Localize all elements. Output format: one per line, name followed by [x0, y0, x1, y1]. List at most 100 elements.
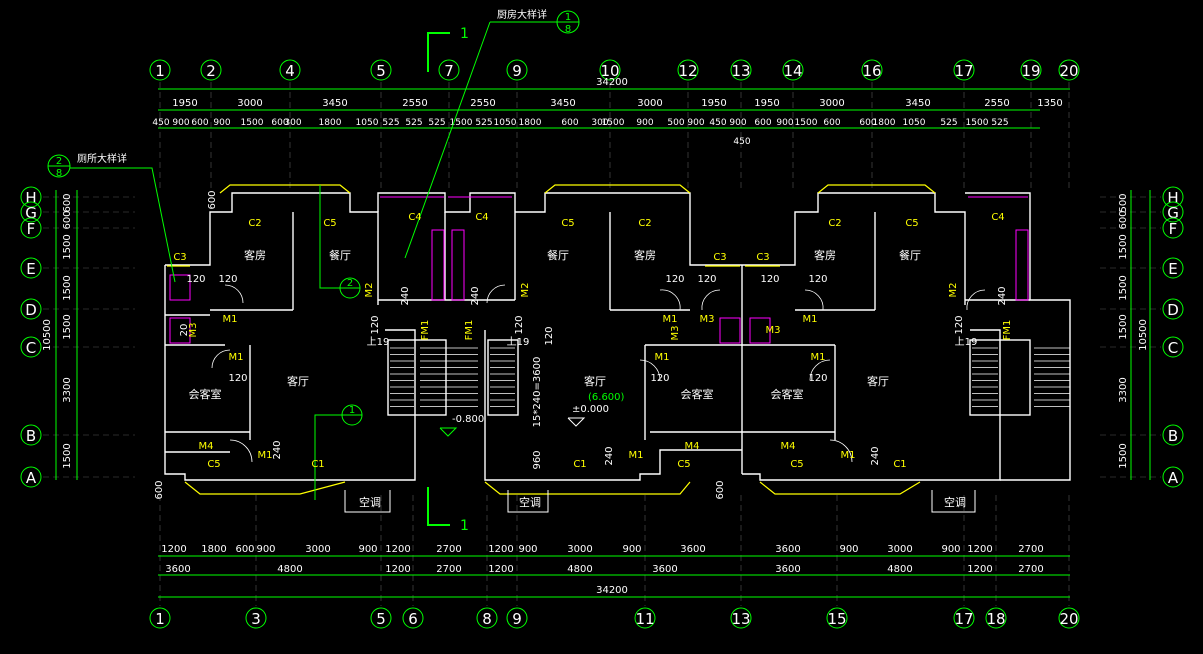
room-labels: 客房 餐厅 客厅 会客室 餐厅 客房 客厅 会客室 客房 餐厅 客厅 会客室 空…	[189, 248, 967, 509]
axis-bottom-18-circle	[985, 607, 1007, 629]
label-up19-8: 上19	[507, 336, 530, 348]
tag-c4-8: C4	[991, 212, 1004, 223]
dim-top2-26: 1500	[795, 118, 818, 128]
label-up19-7: 上19	[367, 336, 390, 348]
axis-right-F-circle	[1162, 217, 1184, 239]
axis-right-A: A	[1162, 466, 1184, 488]
axis-top-13: 13	[730, 59, 752, 81]
axis-top-13-circle	[730, 59, 752, 81]
label-stair_dim-26: 15*240=3600	[532, 357, 543, 428]
axis-bottom-15-label: 15	[827, 610, 846, 628]
axis-right-B-label: B	[1168, 427, 1178, 445]
dim-top2-21: 900	[687, 118, 704, 128]
axis-bottom-8: 8	[476, 607, 498, 629]
axis-bottom-8-circle	[476, 607, 498, 629]
dim-top2-33: 525	[991, 118, 1008, 128]
axis-bottom-20-circle	[1058, 607, 1080, 629]
axis-left-C-circle	[20, 336, 42, 358]
tag-m4-21: M4	[199, 441, 214, 452]
dim-top2-6: 300	[284, 118, 301, 128]
label-d120-2: 120	[228, 373, 247, 384]
tag-c1-14: C1	[573, 459, 586, 470]
axis-right-B-circle	[1162, 424, 1184, 446]
label-d120-20: 120	[954, 315, 965, 334]
axis-left-F-circle	[20, 217, 42, 239]
room-guest-2: 客房	[634, 248, 656, 262]
dim-bot1-3: 900	[256, 544, 275, 555]
dim-bot2-9: 1200	[967, 564, 992, 575]
axis-left-C-label: C	[26, 339, 36, 357]
axis-left-G-label: G	[25, 204, 37, 222]
label-d120-1: 120	[218, 274, 237, 285]
axis-left-G-circle	[20, 201, 42, 223]
axis-top-9-circle	[506, 59, 528, 81]
detail-callout-1: 1	[314, 404, 363, 500]
tag-m1-37: M1	[841, 450, 856, 461]
axis-bottom-15-circle	[826, 607, 848, 629]
tag-m4-36: M4	[781, 441, 796, 452]
dim-right-2: 1500	[1118, 234, 1129, 259]
axis-right-C-circle	[1162, 336, 1184, 358]
dim-top2-25: 900	[776, 118, 793, 128]
axis-top-5-label: 5	[376, 62, 386, 80]
axis-bottom-1: 1	[149, 607, 171, 629]
room-meeting-2: 会客室	[681, 387, 714, 401]
axis-bottom-17: 17	[953, 607, 975, 629]
dim-right-total: 10500	[1138, 319, 1149, 351]
axis-top-1: 1	[149, 59, 171, 81]
room-dining-1: 餐厅	[329, 248, 351, 262]
dim-top2-12: 1500	[450, 118, 473, 128]
dim-top1-9: 3000	[819, 98, 844, 109]
axis-left-B: B	[20, 424, 42, 446]
label-d120-0: 120	[186, 274, 205, 285]
axis-bottom-9-circle	[506, 607, 528, 629]
axis-right-H: H	[1162, 186, 1184, 208]
tag-m2-38: M2	[948, 283, 959, 298]
label-d120-13: 120	[665, 274, 684, 285]
dim-top2-18: 1500	[602, 118, 625, 128]
axis-top-10-label: 10	[600, 62, 619, 80]
dim-right-5: 3300	[1118, 377, 1129, 402]
dim-right-1: 600	[1118, 210, 1129, 229]
axis-top-9: 9	[506, 59, 528, 81]
axis-top-20: 20	[1058, 59, 1080, 81]
axis-top-4: 4	[279, 59, 301, 81]
label-d240-19: 240	[997, 286, 1008, 305]
dim-top1-2: 3450	[322, 98, 347, 109]
dim-bot1-0: 1200	[161, 544, 186, 555]
dim-bot2-5: 4800	[567, 564, 592, 575]
dim-bot1-13: 3600	[775, 544, 800, 555]
axis-right-G-label: G	[1167, 204, 1179, 222]
axis-bottom-5-circle	[370, 607, 392, 629]
dim-left-3: 1500	[62, 275, 73, 300]
svg-text:8: 8	[565, 24, 571, 35]
axis-bottom-11-label: 11	[635, 610, 654, 628]
dim-left-1: 600	[62, 210, 73, 229]
tag-c4-3: C4	[475, 212, 488, 223]
axis-bottom-5-label: 5	[376, 610, 386, 628]
axis-right-A-label: A	[1168, 469, 1179, 487]
axis-right-H-circle	[1162, 186, 1184, 208]
section-mark-bottom: 1	[427, 487, 469, 534]
dim-top2-10: 525	[405, 118, 422, 128]
axis-top-4-label: 4	[285, 62, 295, 80]
tag-fm1-25: FM1	[420, 320, 431, 341]
room-guest-1: 客房	[244, 248, 266, 262]
axis-top-4-circle	[279, 59, 301, 81]
dim-top1-10: 3450	[905, 98, 930, 109]
dim-bot1-8: 1200	[488, 544, 513, 555]
label-d240-3: 240	[400, 286, 411, 305]
dim-left-6: 1500	[62, 443, 73, 468]
tag-c3-9: C3	[173, 252, 186, 263]
axis-top-16-label: 16	[862, 62, 881, 80]
label-d600-24: 600	[715, 480, 726, 499]
axis-bottom-17-label: 17	[954, 610, 973, 628]
dim-right-4: 1500	[1118, 314, 1129, 339]
room-dining-3: 餐厅	[899, 248, 921, 262]
tag-m3-19: M3	[188, 323, 199, 338]
axis-bottom-1-circle	[149, 607, 171, 629]
axis-bottom-15: 15	[826, 607, 848, 629]
axis-top-1-circle	[149, 59, 171, 81]
